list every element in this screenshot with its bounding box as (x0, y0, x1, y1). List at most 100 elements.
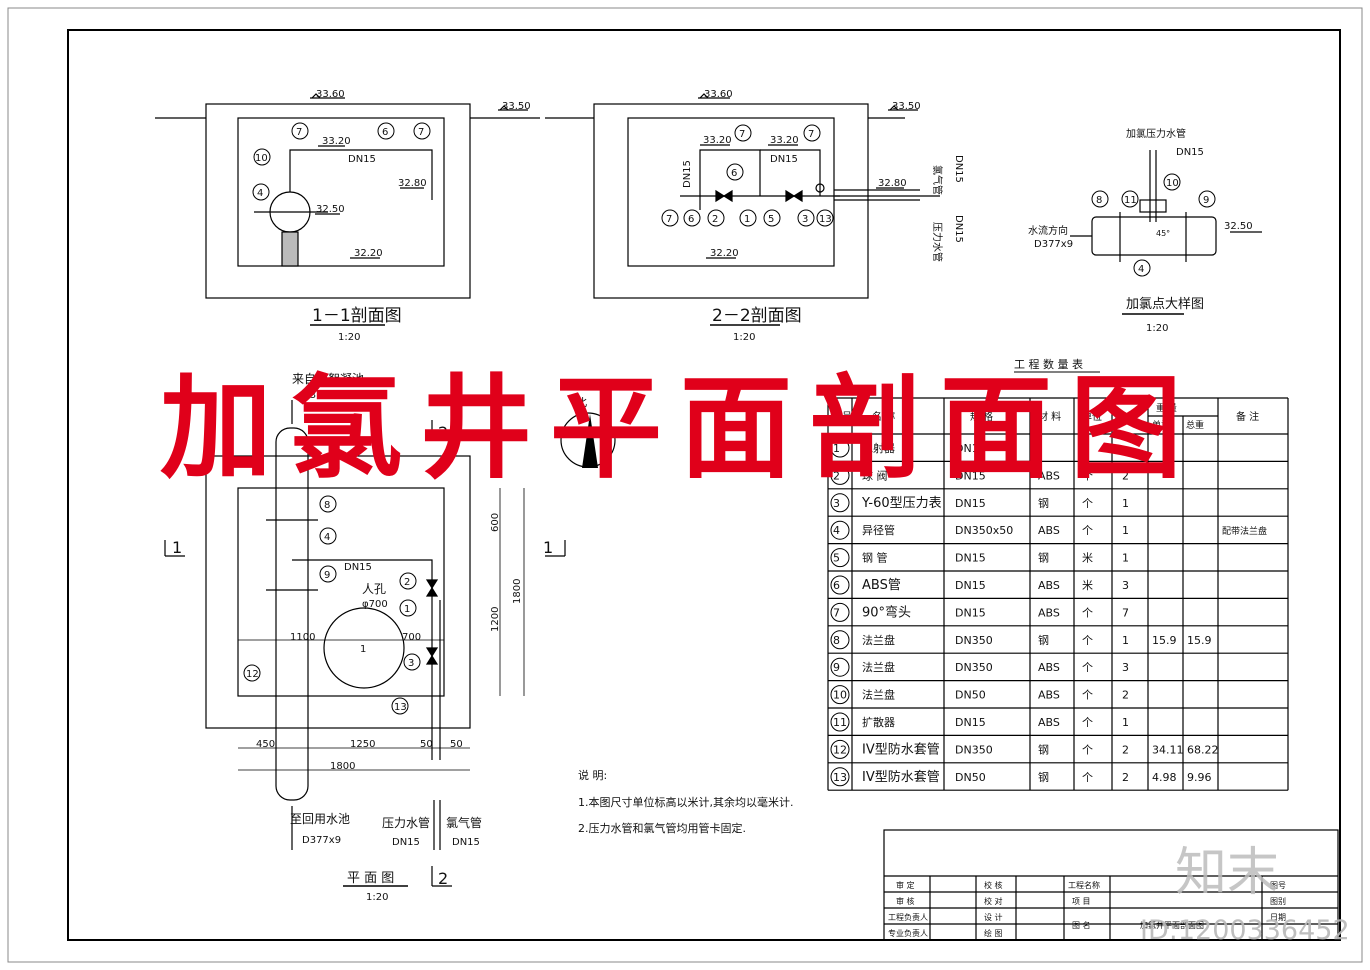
table-title: 工 程 数 量 表 (1014, 357, 1083, 371)
s22-pressure-label: 压力水管 (931, 222, 944, 262)
table-cell: 15.9 (1152, 634, 1177, 647)
tb-cell: 设 计 (984, 912, 1003, 922)
north-arrow-icon: 北 (560, 396, 616, 468)
notes-item-2: 2.压力水管和氯气管均用管卡固定. (578, 821, 746, 835)
table-cell: 90°弯头 (862, 604, 911, 620)
plan-callout: 13 (394, 702, 407, 713)
section-1-1 (155, 93, 540, 299)
table-cell: DN350 (955, 661, 993, 674)
plan-callout: 3 (408, 658, 414, 669)
detail-small-label: 45° (1156, 229, 1170, 238)
table-cell: 10 (833, 689, 847, 702)
detail-callout: 11 (1124, 195, 1137, 206)
table-cell: 异径管 (862, 523, 895, 537)
plan-pipe-dn: DN15 (344, 562, 372, 573)
tb-cell: 校 对 (984, 896, 1003, 906)
s11-callout: 7 (296, 127, 302, 138)
detail-callout: 8 (1096, 195, 1102, 206)
tb-drawing-name: 加氯井平面剖面图 (1140, 920, 1204, 930)
table-cell: DN15 (955, 579, 986, 592)
plan-section-mark: 1 (172, 538, 182, 557)
detail-drawing (1070, 150, 1262, 262)
s22-elev-bottom: 32.20 (710, 248, 739, 259)
table-row-number-circle (830, 712, 850, 732)
s22-pipe-top-right: 33.20 (770, 135, 799, 146)
s11-title: 1－1剖面图 (312, 306, 402, 326)
s11-ground-left: 33.60 (316, 89, 345, 100)
s11-callout: 4 (257, 188, 263, 199)
table-header-group: 重 量 (1156, 402, 1177, 414)
table-row-number-circle (830, 493, 850, 513)
table-cell: 法兰盘 (862, 660, 895, 674)
table-header: 规 格 (970, 410, 993, 423)
plan-manhole-center: 1 (360, 644, 366, 655)
table-header: 名 称 (872, 410, 895, 423)
s22-pipe-dn: DN15 (770, 154, 798, 165)
s22-chlorine-label: 氯气管 (931, 165, 944, 195)
notes: 说 明: 1.本图尺寸单位标高以米计,其余均以毫米计. 2.压力水管和氯气管均用… (578, 768, 794, 835)
s11-pipe-top: 33.20 (322, 136, 351, 147)
s11-elev-center: 32.50 (316, 204, 345, 215)
plan-callout: 9 (324, 570, 330, 581)
s22-callout: 1 (744, 214, 750, 225)
plan-pressure-dn: DN15 (392, 837, 420, 848)
table-cell: 钢 管 (862, 551, 888, 565)
tb-cell: 绘 图 (984, 928, 1003, 938)
tb-cell: 专业负责人 (888, 928, 928, 938)
tb-cell: 审 核 (896, 896, 915, 906)
tb-cell: 日期 (1270, 913, 1286, 922)
s22-title: 2－2剖面图 (712, 306, 802, 326)
table-header: 编号 (832, 410, 852, 423)
plan-dim: 1250 (350, 739, 375, 750)
table-cell: DN15 (955, 442, 986, 455)
detail-callout: 10 (1166, 178, 1179, 189)
table-row-number-circle (830, 630, 850, 650)
plan-outlet-size: D377x9 (302, 835, 341, 846)
table-cell: 7 (1122, 606, 1129, 619)
detail-title: 加氯点大样图 (1126, 297, 1204, 312)
section-2-2-labels: 33.60 33.50 33.20 33.20 DN15 DN15 32.80 … (661, 89, 964, 343)
plan-dim: 1100 (290, 632, 315, 643)
plan-drawing (164, 400, 566, 887)
table-cell: DN350 (955, 743, 993, 756)
table-header: 数 量 (1114, 410, 1137, 423)
plan-dim: 50 (450, 739, 463, 750)
s22-elev-outlet: 32.80 (878, 178, 907, 189)
s22-callout: 5 (768, 214, 774, 225)
s22-callout: 6 (688, 214, 694, 225)
plan-callout: 8 (324, 500, 330, 511)
table-cell: ABS (1038, 606, 1060, 619)
plan-dim: 1200 (490, 607, 501, 632)
tb-cell: 校 核 (984, 880, 1003, 890)
plan-title: 平 面 图 (347, 871, 394, 886)
s22-vertical-dn: DN15 (682, 160, 693, 188)
tb-cell: 图别 (1270, 897, 1286, 906)
table-cell: 5 (833, 552, 840, 565)
plan-section-mark: 2 (438, 423, 448, 442)
plan-dim: 50 (420, 739, 433, 750)
table-cell: 法兰盘 (862, 688, 895, 702)
table-cell: 7 (833, 606, 840, 619)
table-cell: 1 (1122, 552, 1129, 565)
table-cell: 1 (833, 442, 840, 455)
plan-section-mark: 2 (438, 869, 448, 888)
s22-chlorine-dn: DN15 (953, 155, 964, 183)
table-cell: 个 (1082, 497, 1093, 510)
table-cell: 个 (1082, 716, 1093, 729)
table-cell: 个 (1082, 743, 1093, 756)
table-cell: 个 (1082, 634, 1093, 647)
tb-cell: 工程负责人 (888, 912, 928, 922)
table-cell: 个 (1082, 661, 1093, 674)
table-cell: 米 (1082, 579, 1093, 592)
plan-manhole-size: φ700 (362, 599, 388, 610)
tb-cell: 项 目 (1072, 897, 1091, 906)
s22-callout: 7 (808, 129, 814, 140)
tb-cell: 图号 (1270, 881, 1286, 890)
table-cell: DN50 (955, 771, 986, 784)
plan-labels: 来自微絮凝池 D377x9 DN15 人孔 φ700 1 1100 700 45… (172, 371, 553, 903)
tb-cell: 审 定 (896, 880, 915, 890)
table-cell: DN350 (955, 634, 993, 647)
table-cell: 钢 (1038, 771, 1049, 784)
table-cell: 9.96 (1187, 771, 1212, 784)
